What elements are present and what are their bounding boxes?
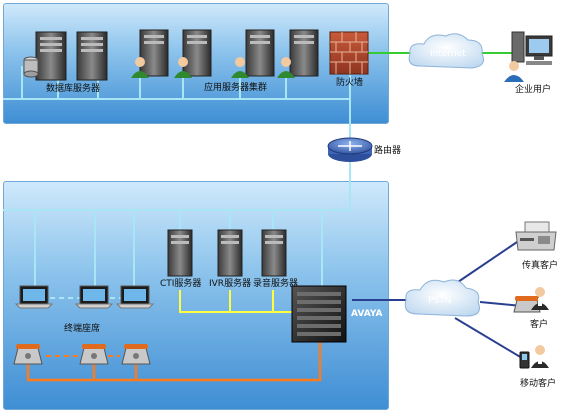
laptop-icon xyxy=(115,285,155,309)
db-servers-label: 数据库服务器 xyxy=(46,84,101,94)
server-icon xyxy=(245,29,275,77)
app-server-cluster xyxy=(131,29,319,78)
fax-customer-label: 传真客户 xyxy=(522,261,559,271)
server-icon xyxy=(182,29,212,77)
router-label: 路由器 xyxy=(374,146,402,156)
cti-server-icon xyxy=(167,229,193,277)
phone-customer-icon xyxy=(513,287,549,313)
server-icon xyxy=(289,29,319,77)
admin-user-icon xyxy=(131,57,149,78)
admin-user-icon xyxy=(174,57,192,78)
internet-cloud-icon xyxy=(408,33,485,69)
recording-server-icon xyxy=(261,229,287,277)
enterprise-user-pc-icon xyxy=(504,31,553,82)
fax-machine-icon xyxy=(515,221,557,251)
router-icon xyxy=(327,137,373,162)
terminal-seats-label: 终端座席 xyxy=(64,324,101,334)
mobile-customer-icon xyxy=(519,345,549,369)
desk-phone-icon xyxy=(13,344,43,365)
firewall-icon xyxy=(329,31,369,75)
admin-user-icon xyxy=(277,57,295,78)
pstn-cloud-icon xyxy=(404,279,480,317)
phone-lines xyxy=(26,340,322,382)
internet-label: Internet xyxy=(430,49,466,59)
customer-label: 客户 xyxy=(530,320,549,330)
server-icon xyxy=(35,31,67,81)
desk-phone-icon xyxy=(79,344,109,365)
admin-user-icon xyxy=(231,57,249,78)
database-server-group xyxy=(23,31,108,81)
enterprise-user-label: 企业用户 xyxy=(515,85,552,95)
firewall-label: 防火墙 xyxy=(336,78,364,88)
app-cluster-label: 应用服务器集群 xyxy=(204,83,268,93)
laptop-icon xyxy=(74,285,114,309)
ivr-server-label: IVR服务器 xyxy=(209,279,252,289)
mobile-customer-label: 移动客户 xyxy=(520,379,557,389)
avaya-label: AVAYA xyxy=(351,309,383,319)
database-icon xyxy=(23,56,39,78)
server-icon xyxy=(139,29,169,77)
cti-server-label: CTI服务器 xyxy=(160,279,202,289)
avaya-switch-icon xyxy=(291,285,347,343)
ivr-server-icon xyxy=(217,229,243,277)
laptop-icon xyxy=(14,285,54,309)
bottom-lan-lines xyxy=(3,209,350,286)
pstn-label: PSTN xyxy=(428,296,452,306)
cti-bus-lines xyxy=(179,290,292,313)
recording-server-label: 录音服务器 xyxy=(253,279,299,289)
pstn-links xyxy=(352,239,523,359)
server-icon xyxy=(76,31,108,81)
top-lan-lines xyxy=(3,66,351,138)
desk-phone-icon xyxy=(121,344,151,365)
